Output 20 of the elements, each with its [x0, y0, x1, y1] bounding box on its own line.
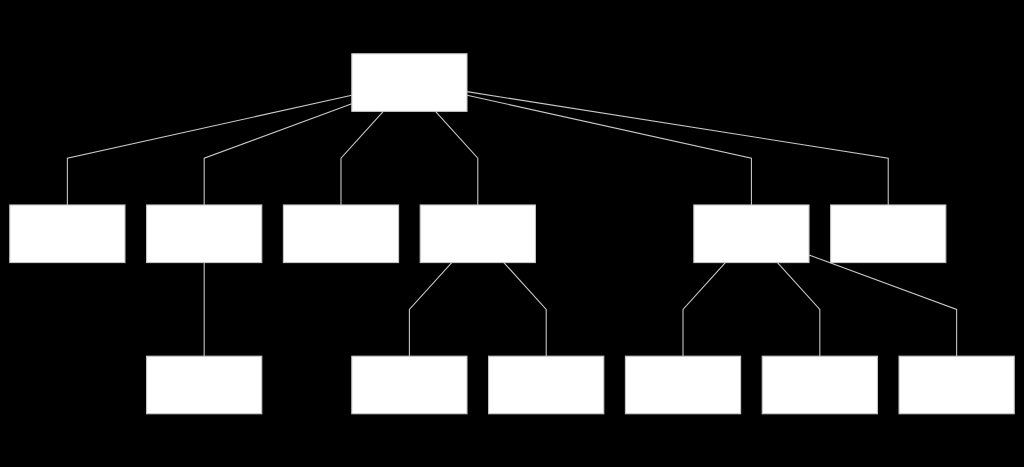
node-box — [351, 355, 468, 415]
node-box — [624, 355, 742, 415]
connector — [503, 261, 547, 357]
connector — [203, 261, 205, 357]
node-box — [351, 52, 468, 112]
node-box — [146, 204, 263, 263]
node-box — [419, 204, 536, 263]
connector — [776, 261, 821, 357]
node-box — [830, 204, 947, 263]
connector — [434, 110, 479, 206]
node-box — [898, 355, 1015, 415]
connector — [682, 261, 726, 357]
connector — [408, 261, 453, 357]
connector — [340, 110, 384, 206]
node-box — [488, 355, 605, 415]
node-box — [9, 204, 126, 263]
node-box — [282, 204, 400, 263]
node-box — [146, 355, 263, 415]
node-box — [761, 355, 878, 415]
node-box — [693, 204, 810, 263]
